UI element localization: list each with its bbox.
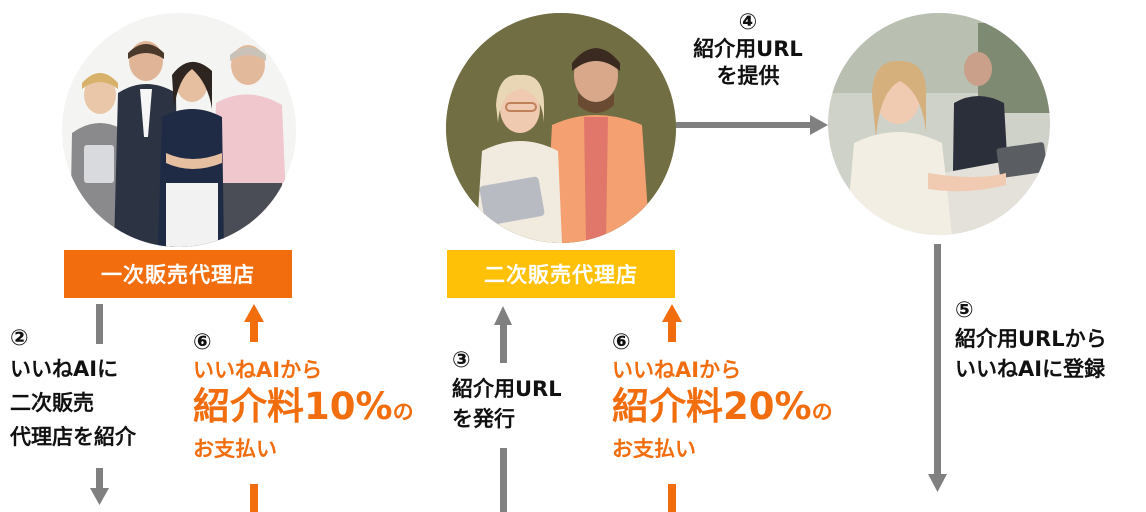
step2-number: ② — [10, 326, 29, 351]
step2-text: ② いいねAIに 二次販売 代理店を紹介 — [10, 326, 136, 454]
step6a-line-1: いいねAIから — [193, 358, 323, 382]
step5-line — [934, 244, 941, 476]
step6b-text: ⑥ いいねAIから 紹介料20%の お支払い — [612, 330, 833, 463]
secondary-agency-label: 二次販売代理店 — [484, 263, 638, 287]
step3-text: ③ 紹介用URL を発行 — [452, 348, 562, 434]
secondary-agency-badge: 二次販売代理店 — [447, 250, 675, 298]
step4-arrowhead-right — [810, 115, 828, 135]
step3-line-upper — [500, 323, 507, 363]
step5-number: ⑤ — [955, 298, 974, 323]
step5-line-1: 紹介用URLから — [955, 327, 1107, 351]
step4-line-1: 紹介用URL — [693, 37, 803, 61]
step2-line-lower — [96, 468, 103, 490]
step2-line-2: 二次販売 — [10, 391, 94, 415]
step6a-arrowhead-up — [244, 304, 264, 322]
step6b-fee-suffix: の — [811, 400, 833, 424]
step6b-line-3: お支払い — [612, 437, 696, 461]
step6a-line-3: お支払い — [193, 437, 277, 461]
step6b-fee: 紹介料20%の — [612, 384, 833, 435]
primary-agency-label: 一次販売代理店 — [101, 263, 255, 287]
step3-line-2: を発行 — [452, 407, 515, 431]
step3-line-lower — [500, 448, 507, 512]
step3-line-1: 紹介用URL — [452, 377, 562, 401]
step2-arrowhead-down — [90, 488, 109, 505]
step2-line-1: いいねAIに — [10, 357, 119, 381]
step4-text: ④ 紹介用URL を提供 — [683, 10, 813, 90]
step5-line-2: いいねAIに登録 — [955, 357, 1106, 381]
step6b-fee-value: 紹介料20% — [612, 385, 812, 428]
step5-text: ⑤ 紹介用URLから いいねAIに登録 — [955, 298, 1107, 384]
step6a-text: ⑥ いいねAIから 紹介料10%の お支払い — [193, 330, 414, 463]
step6b-line-lower — [668, 484, 676, 512]
step3-number: ③ — [452, 348, 471, 373]
step6a-fee-value: 紹介料10% — [193, 385, 393, 428]
primary-agency-team-photo — [62, 13, 296, 247]
step6b-line-upper — [668, 320, 676, 342]
step6a-fee-suffix: の — [392, 400, 414, 424]
step5-arrowhead-down — [928, 474, 947, 492]
primary-agency-badge: 一次販売代理店 — [64, 250, 292, 298]
step6a-fee: 紹介料10%の — [193, 384, 414, 435]
step6a-number: ⑥ — [193, 330, 212, 355]
step6b-number: ⑥ — [612, 330, 631, 355]
step3-arrowhead-up — [494, 306, 512, 325]
step6b-line-1: いいねAIから — [612, 358, 742, 382]
step6a-line-lower — [250, 484, 258, 512]
step4-number: ④ — [738, 10, 758, 35]
step4-line — [676, 122, 814, 128]
step2-line-3: 代理店を紹介 — [10, 425, 136, 449]
step2-line-upper — [96, 304, 103, 344]
step6a-line-upper — [250, 320, 258, 342]
step6b-arrowhead-up — [662, 304, 682, 322]
step4-line-2: を提供 — [716, 64, 780, 88]
end-user-at-computer-photo — [828, 13, 1050, 235]
secondary-agency-duo-photo — [446, 13, 676, 243]
